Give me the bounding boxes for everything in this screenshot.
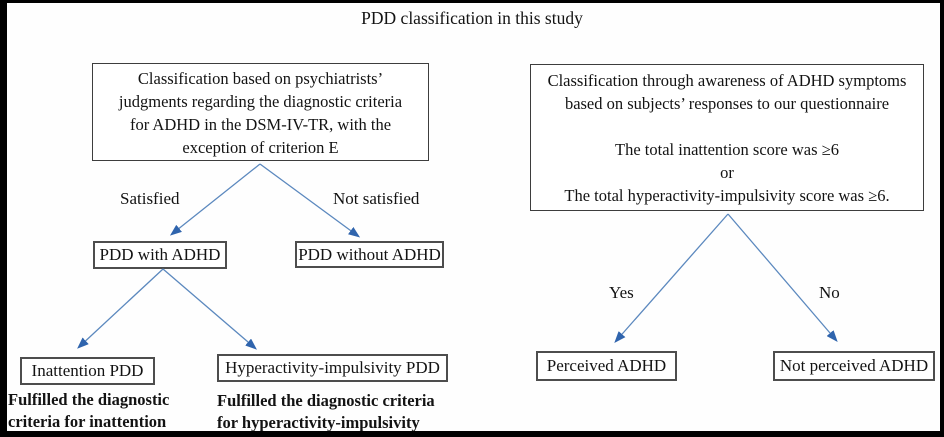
figure-title: PDD classification in this study [361,8,583,28]
right-root-line: The total inattention score was ≥6 [615,140,839,159]
arrow-left-root-to-pdd-without [259,163,361,238]
left-root-line: exception of criterion E [182,138,339,157]
left-root-line: Classification based on psychiatrists’ [137,69,384,88]
branch-label-satisfied: Satisfied [120,189,180,208]
arrow-right-root-to-perceived [614,213,729,343]
box-inattention-pdd: Inattention PDD [20,357,155,385]
caption-hyperactivity-criteria: Fulfilled the diagnostic criteria for hy… [217,390,435,433]
box-pdd-without-adhd: PDD without ADHD [295,241,444,268]
box-pdd-with-adhd: PDD with ADHD [93,241,227,269]
right-root-line: The total hyperactivity-impulsivity scor… [564,186,890,205]
right-root-line: based on subjects’ responses to our ques… [564,94,890,113]
arrow-pdd-with-to-hyperactivity [162,268,257,350]
box-not-perceived-adhd: Not perceived ADHD [773,351,935,381]
caption-line: Fulfilled the diagnostic criteria [217,391,435,410]
caption-line: for hyperactivity-impulsivity [217,412,420,432]
caption-inattention-criteria: Fulfilled the diagnostic criteria for in… [8,389,169,432]
left-root-line: judgments regarding the diagnostic crite… [118,92,403,111]
right-root-box: Classification through awareness of ADHD… [530,64,924,211]
caption-line: Fulfilled the diagnostic [8,390,170,409]
arrow-left-root-to-pdd-with [169,163,261,236]
right-root-line: or [720,163,734,182]
branch-label-not-satisfied: Not satisfied [333,189,420,208]
right-root-line: Classification through awareness of ADHD… [547,71,907,90]
box-hyperactivity-impulsivity-pdd: Hyperactivity-impulsivity PDD [217,354,448,382]
branch-label-yes: Yes [609,283,634,302]
left-root-box: Classification based on psychiatrists’ j… [92,63,429,161]
left-root-line: for ADHD in the DSM-IV-TR, with the [129,115,392,134]
arrow-pdd-with-to-inattention [77,268,164,349]
branch-label-no: No [819,283,840,302]
caption-line: criteria for inattention [8,411,167,431]
box-perceived-adhd: Perceived ADHD [536,351,677,381]
arrow-right-root-to-not-perceived [727,213,838,342]
